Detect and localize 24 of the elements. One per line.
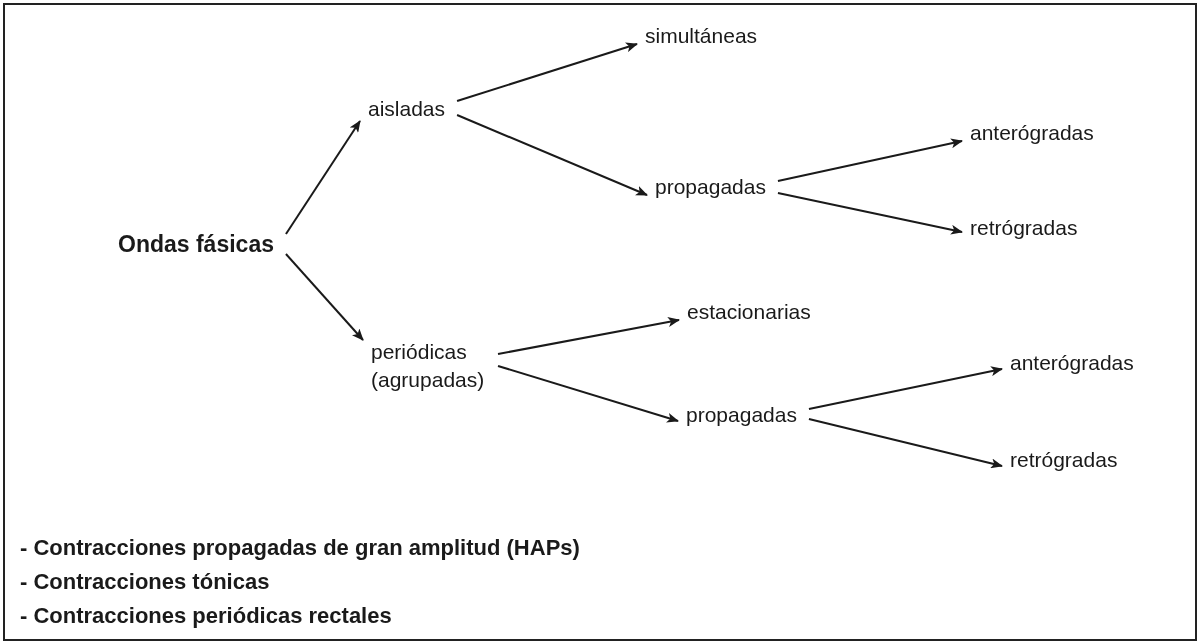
arrow [497, 365, 679, 423]
bullet-note: - Contracciones tónicas [20, 569, 270, 595]
arrow [284, 253, 364, 341]
arrow [807, 366, 1003, 410]
branch-label: simultáneas [645, 22, 758, 50]
arrow [456, 114, 648, 196]
branch-label: retrógradas [970, 214, 1078, 242]
arrow [776, 138, 963, 182]
branch-label: propagadas [655, 173, 766, 201]
branch-label: anterógradas [970, 119, 1094, 147]
branch-label: propagadas [686, 401, 797, 429]
arrow [776, 192, 963, 235]
bullet-note: - Contracciones periódicas rectales [20, 603, 392, 629]
branch-label: retrógradas [1010, 446, 1118, 474]
branch-label: anterógradas [1010, 349, 1134, 377]
branch-label: aisladas [368, 95, 446, 123]
arrow [807, 418, 1003, 469]
arrow [284, 120, 361, 235]
arrow [456, 42, 638, 102]
arrow [497, 317, 680, 355]
branch-label: periódicas (agrupadas) [371, 338, 486, 394]
bullet-note: - Contracciones propagadas de gran amplitud (HAPs) [20, 535, 580, 561]
branch-label: estacionarias [687, 298, 811, 326]
root-label: Ondas fásicas [118, 230, 274, 258]
